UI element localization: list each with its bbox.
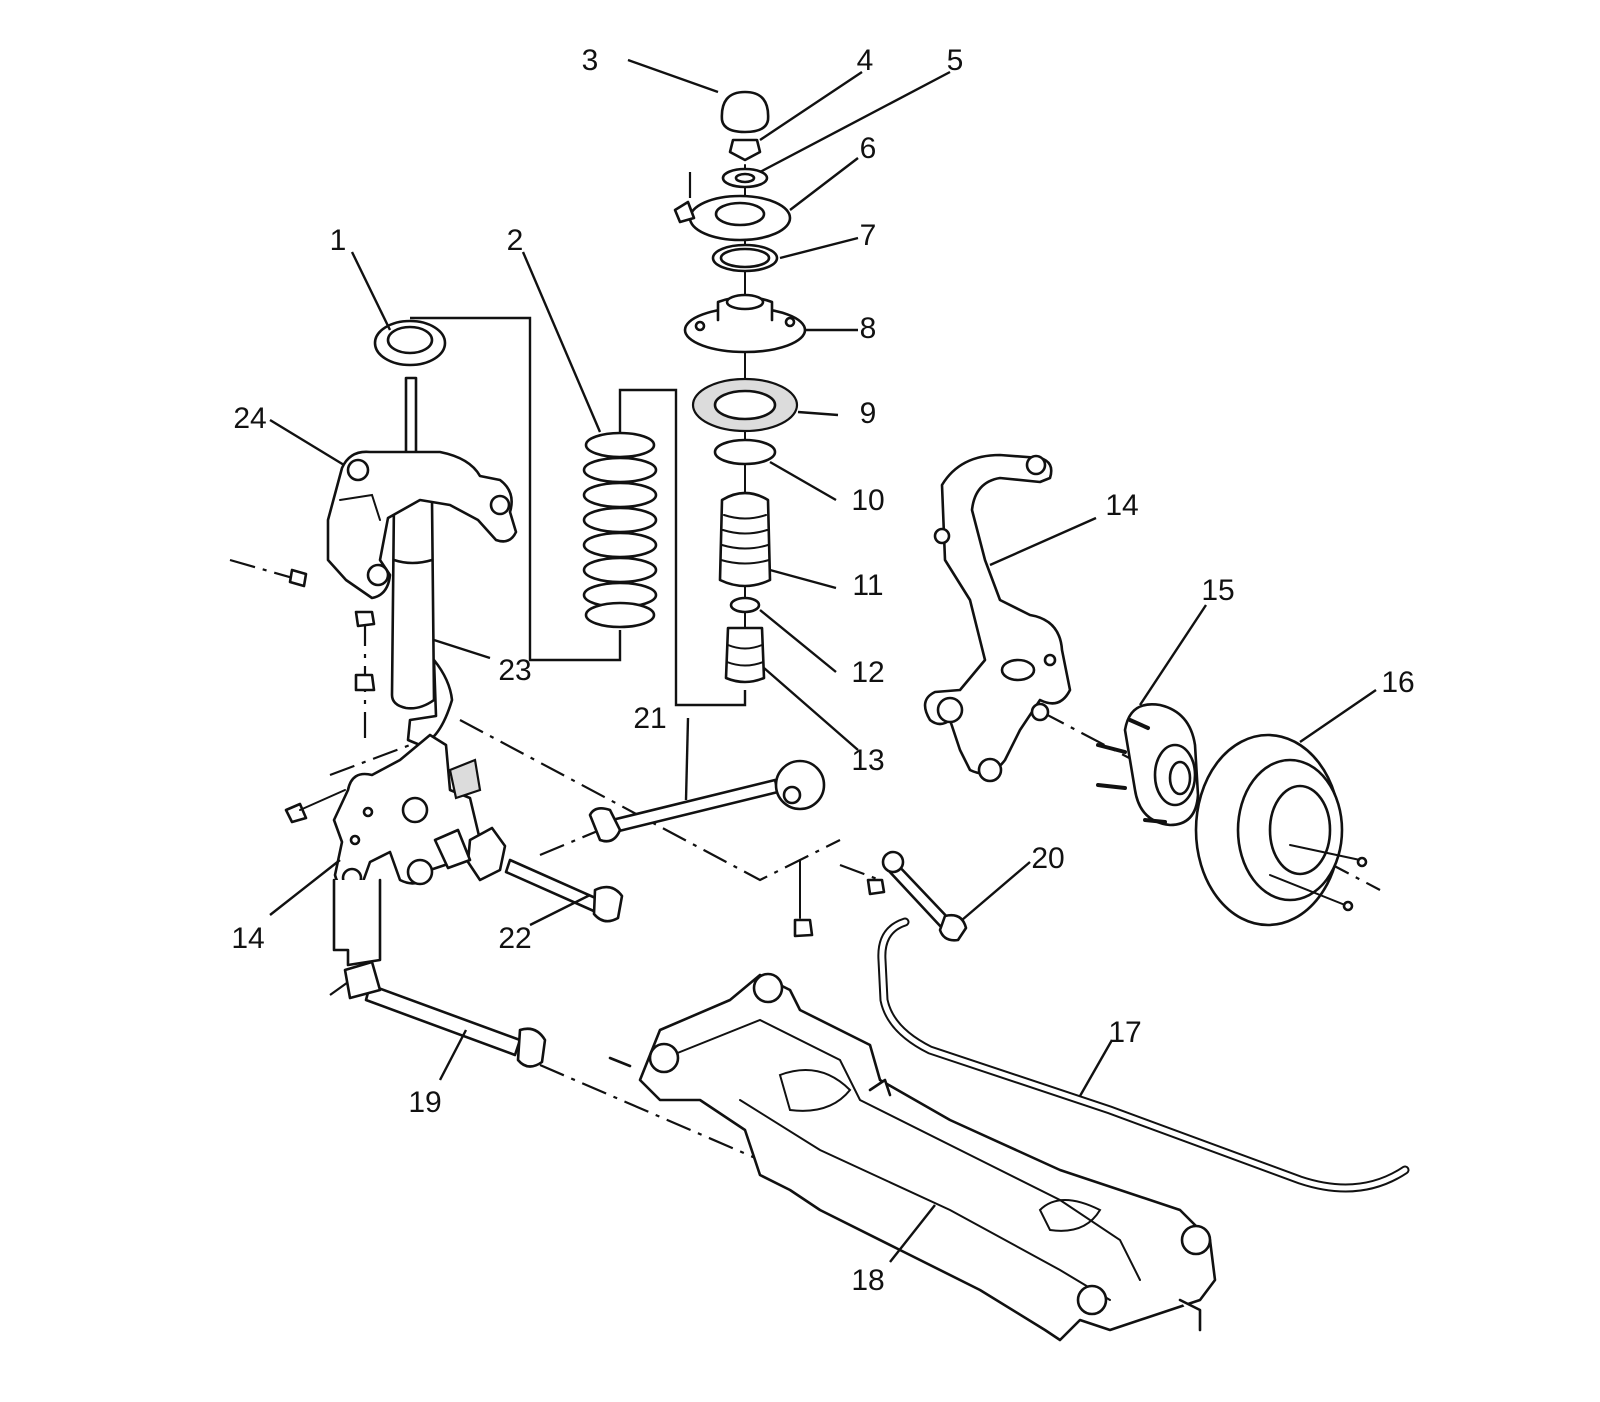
upper-arm-bracket — [326, 450, 518, 600]
callout-18: 18 — [851, 1264, 884, 1297]
callout-labels: 3 4 5 6 7 8 9 10 11 12 13 1 2 24 23 14 1… — [231, 44, 1414, 1297]
stabilizer-bar — [877, 917, 1410, 1193]
callout-22: 22 — [498, 922, 531, 955]
upper-mount-plate — [673, 194, 792, 242]
lower-lateral-link — [433, 826, 624, 923]
jounce-bumper — [724, 626, 766, 684]
insulator-ring — [713, 438, 777, 466]
callout-17: 17 — [1108, 1016, 1141, 1049]
dust-boot — [718, 491, 772, 588]
bolts-left — [284, 568, 886, 938]
strut-mount-stack — [673, 90, 807, 684]
stabilizer-link — [881, 850, 968, 942]
callout-2: 2 — [507, 224, 524, 257]
upper-spring-seat — [691, 377, 799, 433]
strut-upper-seal — [373, 319, 447, 367]
callout-5: 5 — [947, 44, 964, 77]
rear-crossmember — [608, 972, 1217, 1342]
seal-ring — [711, 243, 779, 273]
dust-cap — [720, 90, 770, 134]
callout-4: 4 — [857, 44, 874, 77]
callout-10: 10 — [851, 484, 884, 517]
trailing-arm — [343, 960, 547, 1068]
wheel-hub-bearing — [1096, 702, 1200, 827]
callout-13: 13 — [851, 744, 884, 777]
upper-lateral-link — [588, 759, 826, 843]
callout-11: 11 — [852, 569, 883, 602]
callout-1: 1 — [330, 224, 347, 257]
callout-6: 6 — [860, 132, 877, 165]
callout-14-right: 14 — [1105, 489, 1138, 522]
rear-knuckle-left — [332, 733, 482, 893]
jounce-washer — [729, 596, 761, 614]
callout-12: 12 — [851, 656, 884, 689]
callout-20: 20 — [1031, 842, 1064, 875]
callout-23: 23 — [498, 654, 531, 687]
callout-19: 19 — [408, 1086, 441, 1119]
washer — [721, 167, 769, 189]
strut-mount — [683, 293, 807, 354]
callout-leaders — [269, 58, 1377, 1263]
callout-21: 21 — [633, 702, 666, 735]
callout-3: 3 — [582, 44, 599, 77]
callout-7: 7 — [860, 219, 877, 252]
callout-9: 9 — [860, 397, 877, 430]
coil-spring — [582, 431, 658, 629]
brake-rotor — [1194, 733, 1368, 927]
callout-14-left: 14 — [231, 922, 264, 955]
brake-shield-bracket — [332, 878, 382, 967]
strut-assembly — [390, 376, 454, 747]
nut — [728, 138, 762, 162]
callout-8: 8 — [860, 312, 877, 345]
callout-24: 24 — [233, 402, 266, 435]
callout-16: 16 — [1381, 666, 1414, 699]
rear-knuckle-right — [923, 453, 1072, 783]
callout-15: 15 — [1201, 574, 1234, 607]
